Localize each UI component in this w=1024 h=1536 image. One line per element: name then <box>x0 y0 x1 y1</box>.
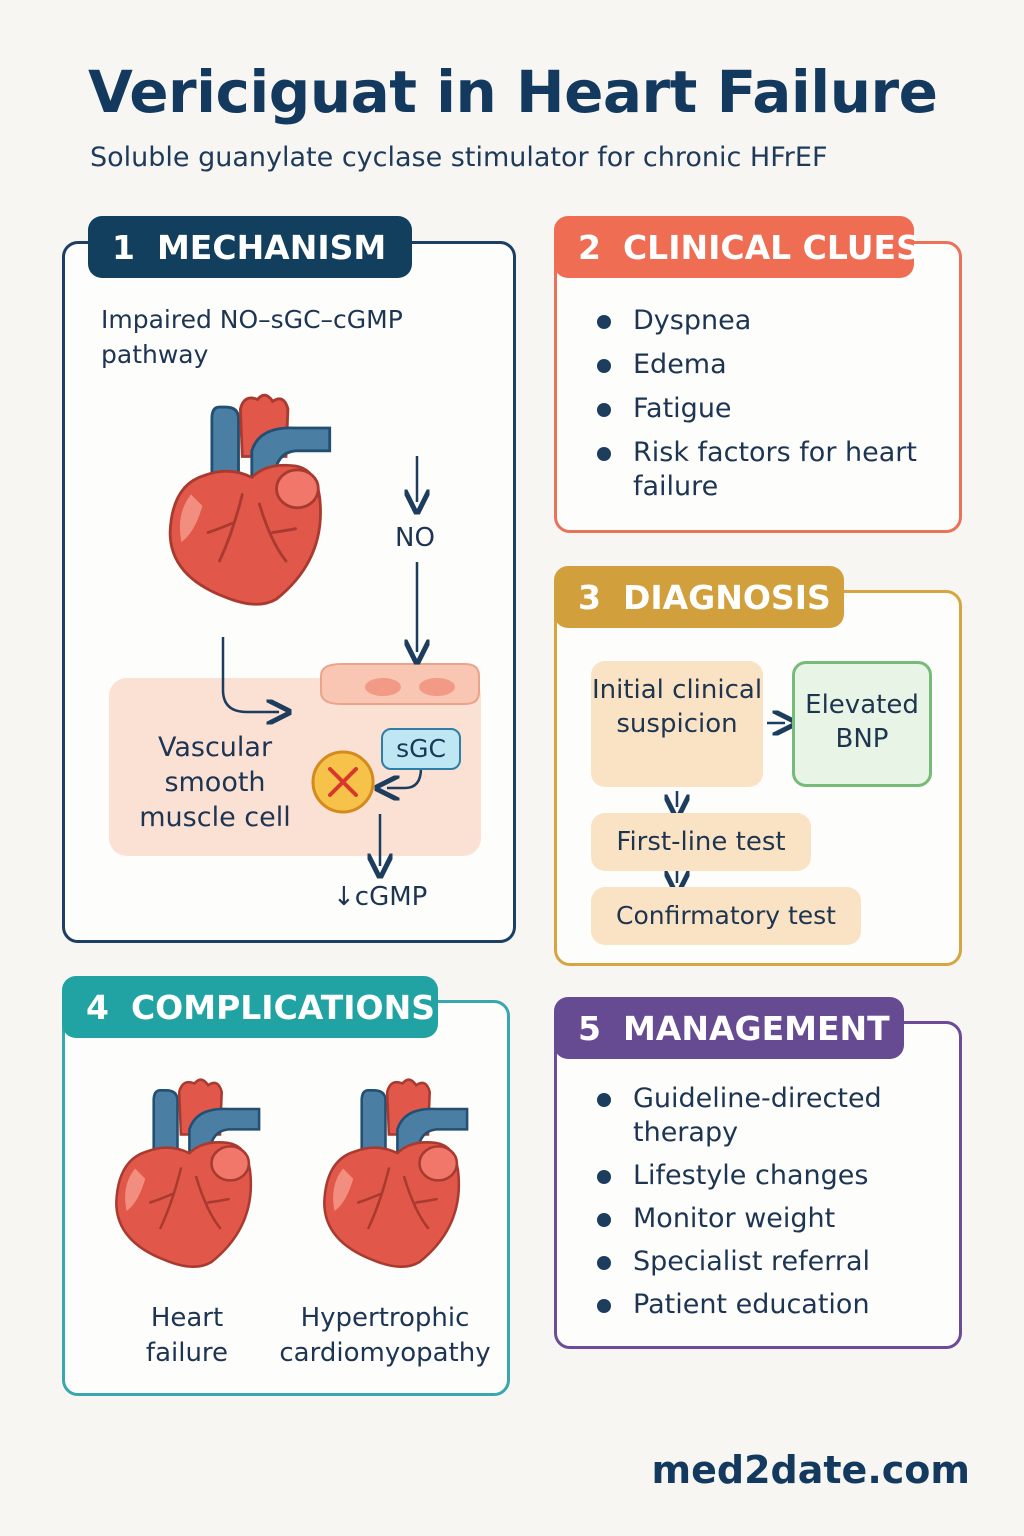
diagnosis-heading: DIAGNOSIS <box>622 577 831 617</box>
heart-icon <box>114 1078 261 1269</box>
clues-number: 2 <box>578 227 601 267</box>
management-tab: 5 MANAGEMENT <box>554 997 904 1059</box>
heart-icon <box>322 1078 469 1269</box>
page-subtitle: Soluble guanylate cyclase stimulator for… <box>90 142 828 173</box>
complications-hearts <box>114 1078 469 1269</box>
diagnosis-arrows <box>557 593 961 965</box>
complication-hypertrophic-cardiomyopathy: Hypertrophic cardiomyopathy <box>279 1303 491 1368</box>
complication-heart-failure: Heart failure <box>145 1303 229 1368</box>
list-item: Patient education <box>595 1288 955 1322</box>
list-item: Specialist referral <box>595 1245 955 1279</box>
smooth-muscle-cell-label: Vascular smooth muscle cell <box>139 732 291 833</box>
footer-site-link[interactable]: med2date.com <box>651 1448 970 1492</box>
list-item: Fatigue <box>595 392 935 426</box>
diagnosis-number: 3 <box>578 577 601 617</box>
list-item: Guideline-directed therapy <box>595 1082 955 1150</box>
list-item: Lifestyle changes <box>595 1159 955 1193</box>
management-list: Guideline-directed therapy Lifestyle cha… <box>595 1082 955 1331</box>
management-heading: MANAGEMENT <box>622 1008 890 1048</box>
clinical-clues-panel: Dyspnea Edema Fatigue Risk factors for h… <box>554 241 962 533</box>
list-item: Risk factors for heart failure <box>595 436 935 504</box>
mechanism-tab: 1 MECHANISM <box>88 216 412 278</box>
no-label: NO <box>395 523 435 553</box>
list-item: Edema <box>595 348 935 382</box>
sgc-box: sGC <box>381 728 461 770</box>
mechanism-panel: Impaired NO–sGC–cGMP pathway NO Vascular… <box>62 241 516 943</box>
initial-suspicion-box: Initial clinical suspicion <box>591 661 763 787</box>
clinical-clues-list: Dyspnea Edema Fatigue Risk factors for h… <box>595 304 935 514</box>
management-panel: Guideline-directed therapy Lifestyle cha… <box>554 1021 962 1349</box>
diagnosis-panel: Initial clinical suspicion Elevated BNP … <box>554 590 962 966</box>
complications-panel: Heart failure Hypertrophic cardiomyopath… <box>62 1000 510 1396</box>
complications-tab: 4 COMPLICATIONS <box>62 976 438 1038</box>
complications-heading: COMPLICATIONS <box>130 987 435 1027</box>
clinical-clues-tab: 2 CLINICAL CLUES <box>554 216 920 278</box>
mechanism-lead-text: Impaired NO–sGC–cGMP pathway <box>101 305 403 369</box>
elevated-bnp-box: Elevated BNP <box>792 661 932 787</box>
clues-heading: CLINICAL CLUES <box>622 227 920 267</box>
confirmatory-test-box: Confirmatory test <box>591 887 861 945</box>
page-title: Vericiguat in Heart Failure <box>88 58 938 126</box>
mechanism-number: 1 <box>112 227 135 267</box>
list-item: Dyspnea <box>595 304 935 338</box>
management-number: 5 <box>578 1008 601 1048</box>
first-line-test-box: First-line test <box>591 813 811 871</box>
mechanism-diagram <box>109 393 481 944</box>
complications-number: 4 <box>86 987 109 1027</box>
cgmp-label: ↓cGMP <box>333 882 428 912</box>
heart-icon <box>168 393 332 606</box>
list-item: Monitor weight <box>595 1202 955 1236</box>
diagnosis-tab: 3 DIAGNOSIS <box>554 566 844 628</box>
mechanism-heading: MECHANISM <box>156 227 387 267</box>
